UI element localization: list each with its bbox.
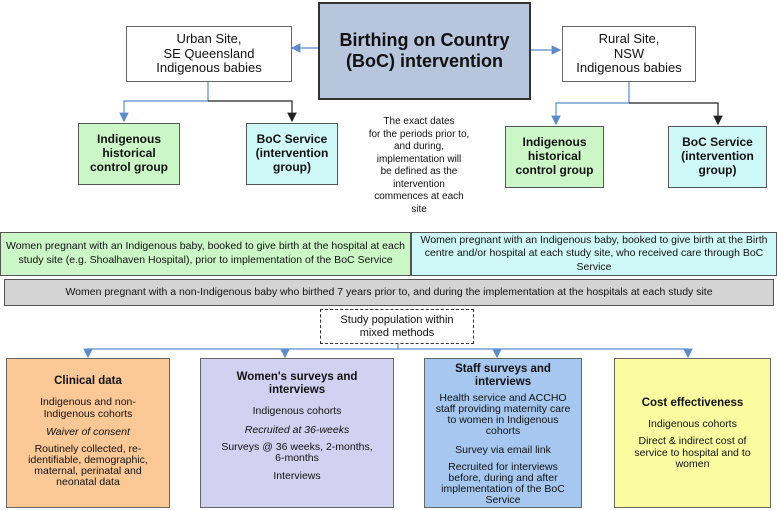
staff-recruited: Recruited for interviews before, during … xyxy=(441,460,565,506)
dates-note: The exact dates for the periods prior to… xyxy=(362,110,476,222)
staff-who: Health service and ACCHO staff providing… xyxy=(435,392,571,438)
rural-site-line-3: Indigenous babies xyxy=(576,60,682,76)
pregnant-control-text: Women pregnant with an Indigenous baby, … xyxy=(6,240,405,266)
staff-heading: Staff surveys and interviews xyxy=(455,363,551,389)
rural-site-line-1: Rural Site, xyxy=(598,30,660,46)
urban-control-line-1: Indigenous xyxy=(97,132,161,147)
urban-service-line-1: BoC Service xyxy=(256,132,328,147)
urban-site-box: Urban Site, SE Queensland Indigenous bab… xyxy=(126,26,292,82)
rural-service-line-3: group) xyxy=(698,162,737,177)
cost-heading: Cost effectiveness xyxy=(641,397,744,409)
pregnant-service-population: Women pregnant with an Indigenous baby, … xyxy=(411,232,777,276)
rural-site-line-2: NSW xyxy=(613,45,645,61)
study-population-line-1: Study population within xyxy=(340,313,454,326)
womens-surveys-card: Women's surveys and interviews Indigenou… xyxy=(200,358,394,508)
clinical-data-card: Clinical data Indigenous and non-Indigen… xyxy=(6,358,170,508)
urban-site-line-3: Indigenous babies xyxy=(156,60,262,76)
title-line-2: (BoC) intervention xyxy=(346,51,503,71)
study-population-line-2: mixed methods xyxy=(359,326,435,339)
study-population-box: Study population within mixed methods xyxy=(320,309,474,344)
pregnant-control-population: Women pregnant with an Indigenous baby, … xyxy=(0,232,411,276)
women-recruited: Recruited at 36-weeks xyxy=(244,423,350,436)
women-cohorts: Indigenous cohorts xyxy=(252,405,342,418)
urban-service-line-3: group) xyxy=(273,159,311,174)
rural-control-line-1: Indigenous xyxy=(522,135,587,150)
dates-note-line-4: implementation will xyxy=(376,153,462,165)
pregnant-service-text: Women pregnant with an Indigenous baby, … xyxy=(420,233,768,273)
women-heading: Women's surveys and interviews xyxy=(236,371,358,397)
cost-effectiveness-card: Cost effectiveness Indigenous cohorts Di… xyxy=(614,358,771,508)
urban-control-line-2: historical xyxy=(102,146,156,161)
dates-note-line-6: intervention xyxy=(393,178,445,190)
urban-site-line-1: Urban Site, xyxy=(176,30,242,46)
urban-service-line-2: (intervention xyxy=(255,146,329,161)
rural-control-line-3: control group xyxy=(515,162,594,177)
dates-note-line-2: for the periods prior to, xyxy=(368,128,470,140)
rural-site-box: Rural Site, NSW Indigenous babies xyxy=(562,26,696,82)
dates-note-line-7: commences at each xyxy=(374,191,464,202)
women-surveys: Surveys @ 36 weeks, 2-months, 6-months xyxy=(221,440,373,464)
clinical-data-text: Routinely collected, re-identifiable, de… xyxy=(28,443,148,489)
dates-note-line-1: The exact dates xyxy=(383,116,455,127)
rural-service-line-2: (intervention xyxy=(681,149,754,164)
title-line-1: Birthing on Country xyxy=(339,30,510,51)
boc-intervention-title: Birthing on Country (BoC) intervention xyxy=(318,2,531,100)
non-indigenous-population: Women pregnant with a non-Indigenous bab… xyxy=(4,279,774,306)
rural-control-line-2: historical xyxy=(527,149,582,164)
rural-service-group: BoC Service (intervention group) xyxy=(668,126,767,188)
clinical-cohorts: Indigenous and non-Indigenous cohorts xyxy=(40,396,136,421)
clinical-consent: Waiver of consent xyxy=(46,426,130,439)
urban-site-line-2: SE Queensland xyxy=(163,45,255,61)
rural-service-line-1: BoC Service xyxy=(682,135,753,150)
cost-detail: Direct & indirect cost of service to hos… xyxy=(634,435,751,471)
rural-control-group: Indigenous historical control group xyxy=(505,126,604,188)
staff-surveys-card: Staff surveys and interviews Health serv… xyxy=(424,358,582,508)
women-interviews: Interviews xyxy=(273,469,321,482)
staff-survey: Survey via email link xyxy=(455,443,551,456)
cost-cohorts: Indigenous cohorts xyxy=(648,418,737,431)
urban-service-group: BoC Service (intervention group) xyxy=(246,123,338,185)
urban-control-group: Indigenous historical control group xyxy=(78,123,180,185)
clinical-heading: Clinical data xyxy=(54,375,122,387)
dates-note-line-8: site xyxy=(411,203,427,215)
dates-note-line-3: and during, xyxy=(393,141,445,152)
non-indigenous-text: Women pregnant with a non-Indigenous bab… xyxy=(65,286,713,299)
dates-note-line-5: be defined as the xyxy=(380,166,458,177)
urban-control-line-3: control group xyxy=(90,159,168,174)
